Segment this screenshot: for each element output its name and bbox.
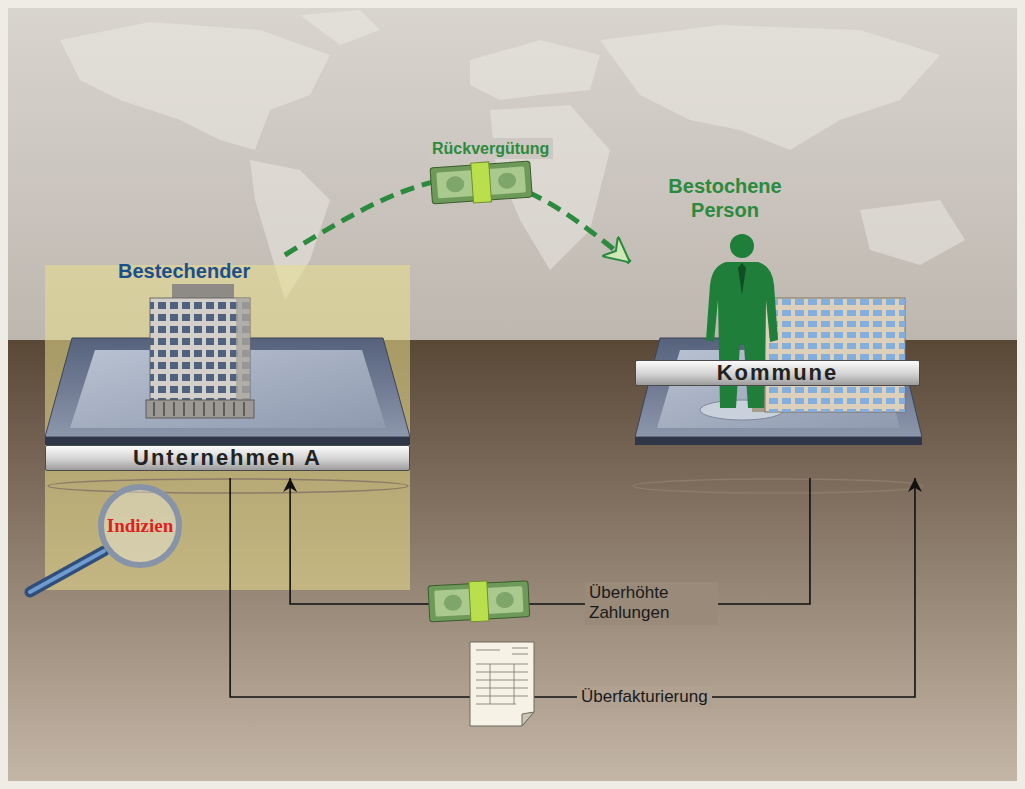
money-band — [471, 162, 492, 203]
building-windows — [765, 298, 905, 412]
building-side — [236, 298, 250, 402]
highlight-region — [45, 265, 410, 590]
payment-arrow — [290, 478, 810, 604]
evidence-lens: Indizien — [98, 484, 182, 568]
continent — [490, 105, 610, 270]
platform-node: Bestochene PersonKommune — [630, 170, 925, 478]
platform-lip — [635, 437, 922, 445]
building-windows — [150, 298, 250, 402]
person-body — [706, 262, 778, 408]
person-head — [730, 234, 754, 258]
magnifier-handle — [30, 551, 104, 592]
magnifier-handle-shine — [30, 551, 104, 592]
bill — [428, 581, 530, 622]
continent — [600, 25, 940, 150]
building — [765, 298, 905, 412]
edge-label: Überhöhte Zahlungen — [585, 582, 718, 625]
frame — [4, 4, 1021, 785]
platform-shadow — [633, 479, 923, 493]
continent — [860, 200, 965, 265]
platform-lip — [45, 437, 410, 445]
bill-portrait — [498, 172, 517, 189]
continent — [470, 40, 600, 100]
invoice-sheet — [470, 642, 534, 726]
platform-label: Kommune — [635, 360, 920, 386]
invoice-lines — [476, 648, 528, 704]
continent — [60, 22, 330, 150]
node-heading: Bestochene Person — [655, 174, 795, 222]
node-heading: Bestechender — [118, 259, 250, 283]
platform-shadow — [48, 479, 408, 493]
edge-label: Rückvergütung — [428, 138, 553, 159]
invoice-arrow — [230, 478, 915, 697]
invoice-fold — [522, 712, 534, 726]
continent — [300, 10, 380, 45]
building-columns — [154, 402, 244, 416]
platform-node: BestechenderUnternehmen A — [40, 255, 415, 478]
evidence-label: Indizien — [98, 484, 182, 568]
building-base — [146, 400, 254, 418]
world-map — [60, 10, 965, 300]
person-tie — [738, 263, 746, 295]
money-band — [469, 581, 489, 622]
money-bundle — [430, 159, 533, 206]
edge-label: Überfakturierung — [577, 686, 712, 708]
bill-portrait — [444, 594, 463, 611]
invoice-icon — [470, 642, 534, 726]
building — [150, 298, 250, 402]
bill — [430, 161, 532, 204]
bill-portrait — [446, 176, 465, 193]
money-bundle — [428, 579, 530, 624]
platform-label: Unternehmen A — [45, 445, 410, 471]
bill-portrait — [495, 592, 514, 609]
